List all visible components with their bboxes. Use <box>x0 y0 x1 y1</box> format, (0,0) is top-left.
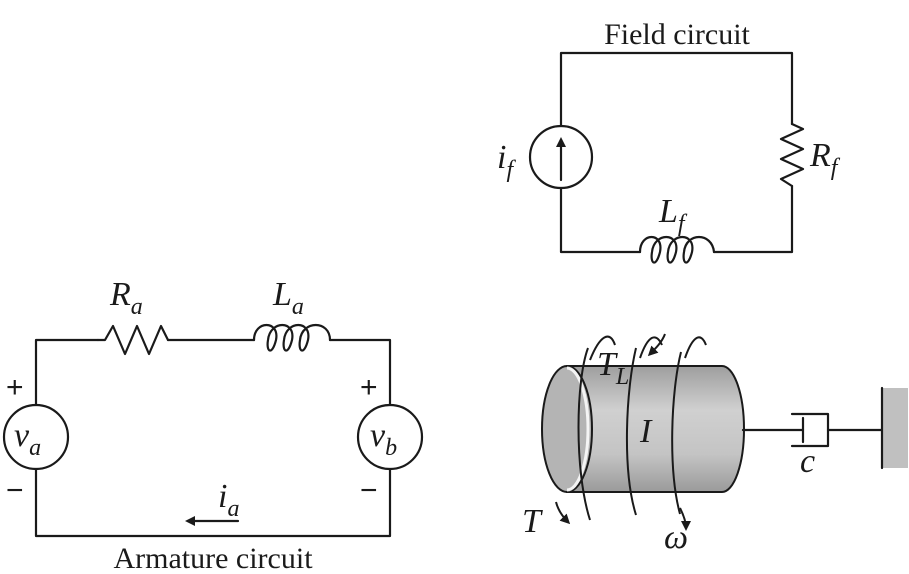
field-top-wire <box>559 51 794 128</box>
motor-torque-label: T <box>522 503 543 540</box>
armature-inductor-icon <box>252 324 332 352</box>
field-inductor-icon <box>638 236 716 264</box>
armature-voltage-source: va <box>2 403 70 471</box>
coil-back-3 <box>684 336 707 359</box>
va-minus-sign: − <box>6 474 24 507</box>
damper-icon <box>790 412 884 448</box>
coil-back-1 <box>589 335 616 361</box>
armature-inductor-label: La <box>272 276 304 320</box>
va-source-circle <box>2 403 70 471</box>
coil-front-1 <box>577 347 591 521</box>
armature-circuit-title: Armature circuit <box>113 542 313 574</box>
field-resistor-label: Rf <box>809 137 841 181</box>
armature-current-label: ia <box>218 478 239 522</box>
inertia-label: I <box>639 413 653 450</box>
omega-label: ω <box>664 519 688 556</box>
armature-right-top-wire <box>328 338 392 407</box>
field-right-bottom-wire <box>712 184 794 254</box>
field-current-label: if <box>497 139 516 183</box>
current-source-circle <box>528 124 594 190</box>
cylinder-face-highlight <box>566 366 590 492</box>
back-emf-source: vb <box>356 403 424 471</box>
coil-front-3 <box>671 351 682 515</box>
field-inductor-label: Lf <box>658 193 688 237</box>
field-current-source <box>528 124 594 190</box>
field-resistor-icon <box>779 122 805 188</box>
vb-minus-sign: − <box>360 474 378 507</box>
cylinder-body <box>566 365 745 493</box>
motor-torque-arrow-icon <box>555 501 571 525</box>
coil-back-2 <box>639 336 663 359</box>
omega-arrow-icon <box>679 507 691 531</box>
damper-label: c <box>800 443 815 480</box>
ground-wall <box>882 388 908 468</box>
vb-plus-sign: + <box>360 371 378 404</box>
load-torque-label: TL <box>597 346 629 390</box>
va-label: va <box>14 417 41 461</box>
vb-label: vb <box>370 417 397 461</box>
armature-left-top-wire <box>34 338 100 407</box>
field-left-bottom-wire <box>559 186 642 254</box>
mechanical-system: I TL T ω c <box>522 333 908 556</box>
armature-bottom-wire <box>34 467 392 538</box>
va-plus-sign: + <box>6 371 24 404</box>
armature-resistor-icon <box>96 324 170 356</box>
field-circuit: Field circuit if Rf Lf <box>497 18 841 264</box>
load-torque-arrow-icon <box>647 333 666 357</box>
coil-front-2 <box>625 347 637 516</box>
field-circuit-title: Field circuit <box>604 18 750 51</box>
armature-circuit: Ra La va + − vb + − ia Armature circuit <box>2 276 424 574</box>
vb-source-circle <box>356 403 424 471</box>
armature-resistor-label: Ra <box>109 276 143 320</box>
cylinder-face <box>541 365 593 493</box>
